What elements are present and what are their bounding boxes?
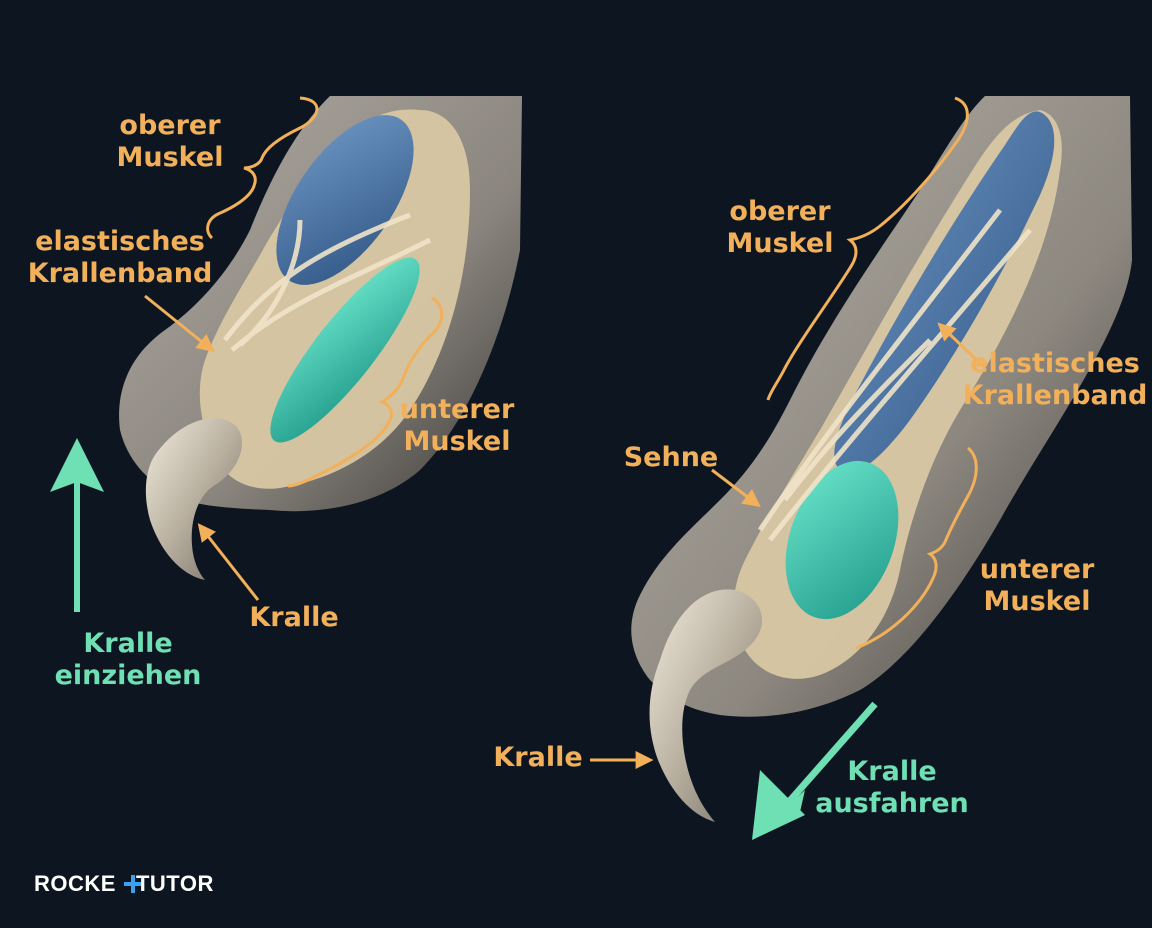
right-tendon-arrow <box>711 468 761 508</box>
left-upper-muscle-brace <box>206 96 319 240</box>
retract-arrow-icon <box>50 438 104 612</box>
right-upper-muscle-brace <box>766 96 969 401</box>
right-lower-muscle-label: unterer Muskel <box>979 554 1095 617</box>
right-lower-muscle-shape <box>785 460 899 620</box>
right-lower-muscle-brace <box>855 446 978 650</box>
left-upper-muscle-shape <box>276 115 414 285</box>
brand-logo: ROCKE TUTOR <box>34 871 214 897</box>
left-upper-muscle-label: oberer Muskel <box>116 110 224 173</box>
extend-action-label: Kralle ausfahren <box>815 756 969 819</box>
left-tendons <box>223 212 432 352</box>
retract-action-label: Kralle einziehen <box>54 628 202 691</box>
right-ligament-arrow <box>937 322 987 370</box>
left-paw-bone-section <box>199 109 470 489</box>
right-upper-muscle-label: oberer Muskel <box>726 196 834 259</box>
left-lower-muscle-shape <box>270 257 420 443</box>
right-claw-label: Kralle <box>493 742 583 773</box>
left-ligament-label: elastisches Krallenband <box>27 226 213 289</box>
left-paw-retracted <box>119 96 522 580</box>
left-claw <box>145 418 243 580</box>
right-tendons <box>757 208 1032 542</box>
left-ligament-arrow <box>144 294 215 353</box>
logo-text-part-3: R <box>197 871 214 896</box>
left-lower-muscle-brace <box>287 296 444 488</box>
right-claw <box>649 589 763 822</box>
left-claw-label: Kralle <box>249 602 339 633</box>
extend-arrow-icon <box>752 701 878 840</box>
left-claw-arrow <box>197 523 260 601</box>
logo-plus-icon <box>124 875 142 893</box>
logo-text-part-1: ROCKE <box>34 871 116 896</box>
right-ligament-label: elastisches Krallenband <box>962 348 1148 411</box>
right-tendon-label: Sehne <box>623 442 719 473</box>
left-lower-muscle-label: unterer Muskel <box>399 394 515 457</box>
right-paw-extended <box>631 96 1132 822</box>
logo-text-part-2: TUTO <box>135 871 198 896</box>
